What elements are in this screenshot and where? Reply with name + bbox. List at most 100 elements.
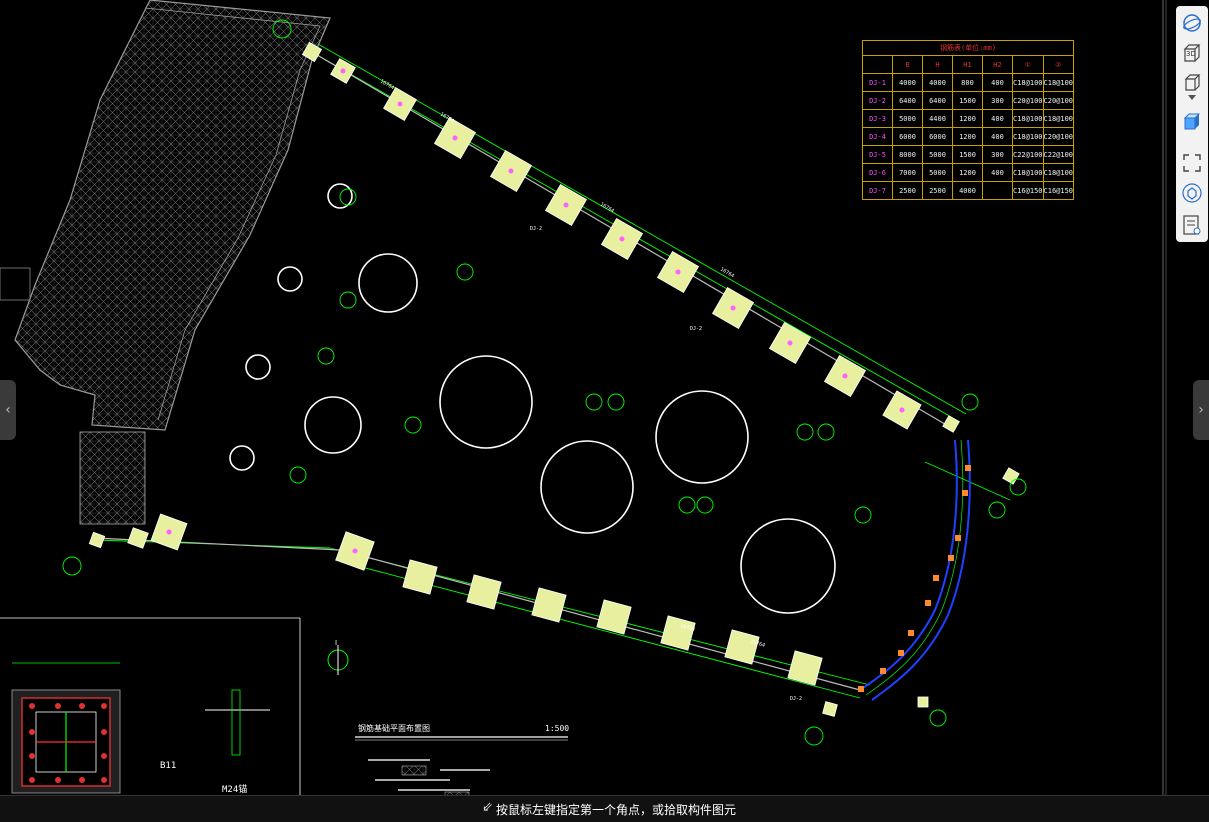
table-row: DJ-1 4000 4000 800 400 C18@100 C18@100 xyxy=(862,73,1075,92)
steel-table: 钢筋表(单位:mm) B H H1 H2 ① ② DJ-1 4000 4000 … xyxy=(861,40,1075,200)
table-cell: C22@100 xyxy=(1012,145,1044,164)
table-cell xyxy=(982,181,1013,200)
table-header: H xyxy=(922,55,953,74)
table-cell: DJ-4 xyxy=(862,127,893,146)
table-cell: DJ-2 xyxy=(862,91,893,110)
svg-text:DJ-2: DJ-2 xyxy=(690,326,702,332)
chevron-right-icon: › xyxy=(1198,402,1204,418)
table-cell: 400 xyxy=(982,73,1013,92)
table-header: ② xyxy=(1042,55,1075,74)
table-cell: 8000 xyxy=(892,145,923,164)
zoom-extents-icon[interactable] xyxy=(1179,150,1205,176)
svg-text:M24锚: M24锚 xyxy=(222,783,247,795)
table-cell: 6000 xyxy=(892,127,923,146)
table-cell: C20@100 xyxy=(1042,127,1075,146)
svg-text:16764: 16764 xyxy=(679,623,695,633)
column-markers xyxy=(166,68,905,554)
svg-text:16764: 16764 xyxy=(599,202,615,215)
box-view-icon[interactable] xyxy=(1179,70,1205,96)
command-prompt-icon: ⇙ xyxy=(482,800,493,815)
table-cell: C18@100 xyxy=(1042,73,1075,92)
table-cell: 6000 xyxy=(922,127,953,146)
table-cell: 4000 xyxy=(892,73,923,92)
section-callouts xyxy=(62,19,1027,746)
svg-text:1:500: 1:500 xyxy=(545,724,569,733)
table-header: ① xyxy=(1012,55,1044,74)
collapse-right-button[interactable]: › xyxy=(1193,380,1209,440)
table-cell: C18@100 xyxy=(1012,127,1044,146)
orbit-icon[interactable] xyxy=(1179,10,1205,36)
table-cell: 2500 xyxy=(892,181,923,200)
table-cell: 300 xyxy=(982,91,1013,110)
table-header: H2 xyxy=(982,55,1013,74)
table-header xyxy=(862,55,893,74)
chevron-left-icon: ‹ xyxy=(5,402,11,418)
building-outline xyxy=(0,0,331,525)
table-cell: 400 xyxy=(982,109,1013,128)
table-cell: C18@100 xyxy=(1012,73,1044,92)
table-cell: C18@100 xyxy=(1012,163,1044,182)
wall-columns xyxy=(858,465,971,692)
command-status-bar: ⇙ 按鼠标左键指定第一个角点，或拾取构件图元 xyxy=(0,795,1209,822)
svg-text:Ⅰ: Ⅰ xyxy=(335,639,337,647)
table-cell: 4000 xyxy=(952,181,983,200)
table-cell: 6400 xyxy=(892,91,923,110)
table-row: DJ-3 5000 4400 1200 400 C18@100 C18@100 xyxy=(862,109,1075,128)
drawing-canvas[interactable]: Ⅰ 16764 16764 16764 16764 16764 16764 DJ… xyxy=(0,0,1165,795)
table-row: DJ-5 8000 5000 1500 300 C22@100 C22@100 xyxy=(862,145,1075,164)
tanks xyxy=(229,183,836,614)
svg-text:16764: 16764 xyxy=(379,79,395,92)
table-cell: C22@100 xyxy=(1042,145,1075,164)
detail-frame: B11 M24锚 xyxy=(0,617,301,795)
table-cell: 400 xyxy=(982,163,1013,182)
table-cell: 1500 xyxy=(952,145,983,164)
3d-view-label: 3D xyxy=(1186,50,1196,58)
command-prompt-text: 按鼠标左键指定第一个角点，或拾取构件图元 xyxy=(496,803,737,817)
table-cell: 4400 xyxy=(922,109,953,128)
table-cell: 800 xyxy=(952,73,983,92)
table-cell: 300 xyxy=(982,145,1013,164)
table-header: H1 xyxy=(952,55,983,74)
table-row: DJ-4 6000 6000 1200 400 C18@100 C20@100 xyxy=(862,127,1075,146)
3d-view-icon[interactable]: 3D xyxy=(1179,40,1205,66)
table-cell: DJ-3 xyxy=(862,109,893,128)
table-cell: C20@100 xyxy=(1012,91,1044,110)
properties-icon[interactable] xyxy=(1179,212,1205,238)
svg-text:B11: B11 xyxy=(160,761,176,771)
blue-wall xyxy=(859,439,971,701)
table-cell: 5000 xyxy=(892,109,923,128)
north-marker: Ⅰ xyxy=(327,639,349,675)
table-cell: C16@150 xyxy=(1042,181,1075,200)
table-cell: C18@100 xyxy=(1042,109,1075,128)
table-cell: C20@100 xyxy=(1042,91,1075,110)
table-cell: 1200 xyxy=(952,163,983,182)
table-cell: 4000 xyxy=(922,73,953,92)
table-cell: C16@150 xyxy=(1012,181,1044,200)
table-cell: DJ-1 xyxy=(862,73,893,92)
table-header: B xyxy=(892,55,923,74)
table-cell: DJ-7 xyxy=(862,181,893,200)
chevron-down-icon[interactable] xyxy=(1179,92,1205,104)
table-row: DJ-7 2500 2500 4000 C16@150 C16@150 xyxy=(862,181,1075,200)
collapse-left-button[interactable]: ‹ xyxy=(0,380,16,440)
table-cell: 1200 xyxy=(952,109,983,128)
table-cell: 1500 xyxy=(952,91,983,110)
svg-text:钢筋基础平面布置图: 钢筋基础平面布置图 xyxy=(358,723,430,733)
table-cell: 7000 xyxy=(892,163,923,182)
view-toolbar: 3D xyxy=(1176,6,1208,242)
table-cell: DJ-5 xyxy=(862,145,893,164)
table-cell: 400 xyxy=(982,127,1013,146)
table-row: DJ-2 6400 6400 1500 300 C20@100 C20@100 xyxy=(862,91,1075,110)
table-cell: DJ-6 xyxy=(862,163,893,182)
panel-divider xyxy=(1165,0,1167,821)
table-title: 钢筋表(单位:mm) xyxy=(861,40,1075,56)
selection-icon[interactable] xyxy=(1179,180,1205,206)
table-cell: 1200 xyxy=(952,127,983,146)
general-notes xyxy=(368,759,490,791)
svg-text:DJ-2: DJ-2 xyxy=(530,226,542,232)
table-row: DJ-6 7000 5000 1200 400 C18@100 C18@100 xyxy=(862,163,1075,182)
table-cell: 2500 xyxy=(922,181,953,200)
view-cube-icon[interactable] xyxy=(1179,108,1205,134)
dimension-text: 16764 16764 16764 16764 16764 16764 DJ-2… xyxy=(379,79,802,702)
table-cell: 5000 xyxy=(922,145,953,164)
